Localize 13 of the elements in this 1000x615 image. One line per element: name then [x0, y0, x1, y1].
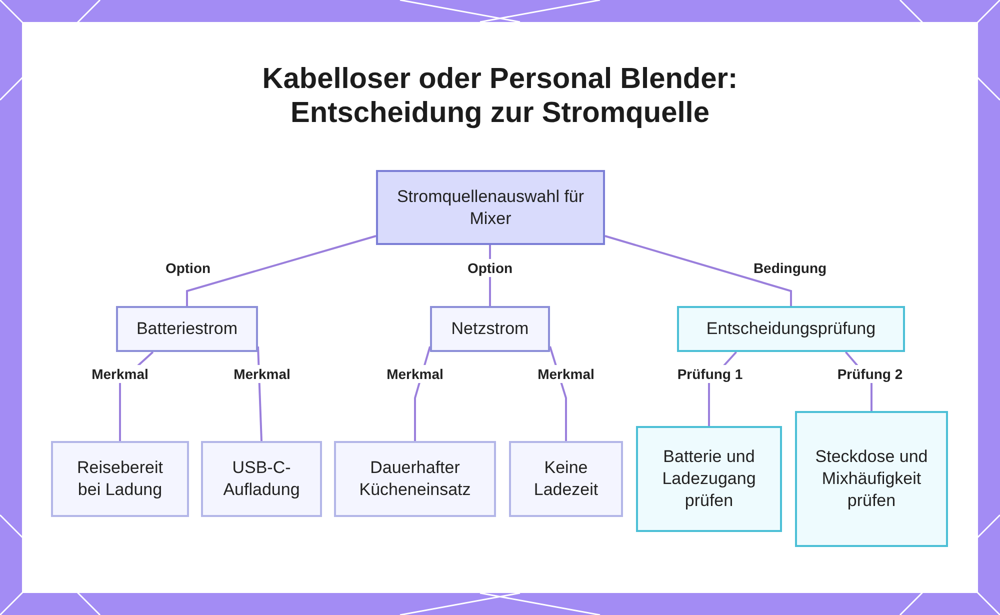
- diagram-title: Kabelloser oder Personal Blender: Entscheidung zur Stromquelle: [261, 62, 739, 130]
- option-box: USB-C-Aufladung: [201, 441, 322, 517]
- option-box: Keine Ladezeit: [509, 441, 623, 517]
- check-box: Batterie und Ladezugang prüfen: [636, 426, 782, 532]
- check-box: Entscheidungsprüfung: [677, 306, 905, 352]
- connector-line: [604, 235, 792, 306]
- connector-line: [186, 235, 376, 306]
- option-box: Batteriestrom: [116, 306, 258, 352]
- option-box: Dauerhafter Kücheneinsatz: [334, 441, 496, 517]
- option-box: Reisebereit bei Ladung: [51, 441, 189, 517]
- root-box: Stromquellenauswahl für Mixer: [376, 170, 605, 245]
- option-box: Netzstrom: [430, 306, 550, 352]
- check-box: Steckdose und Mixhäufigkeit prüfen: [795, 411, 948, 547]
